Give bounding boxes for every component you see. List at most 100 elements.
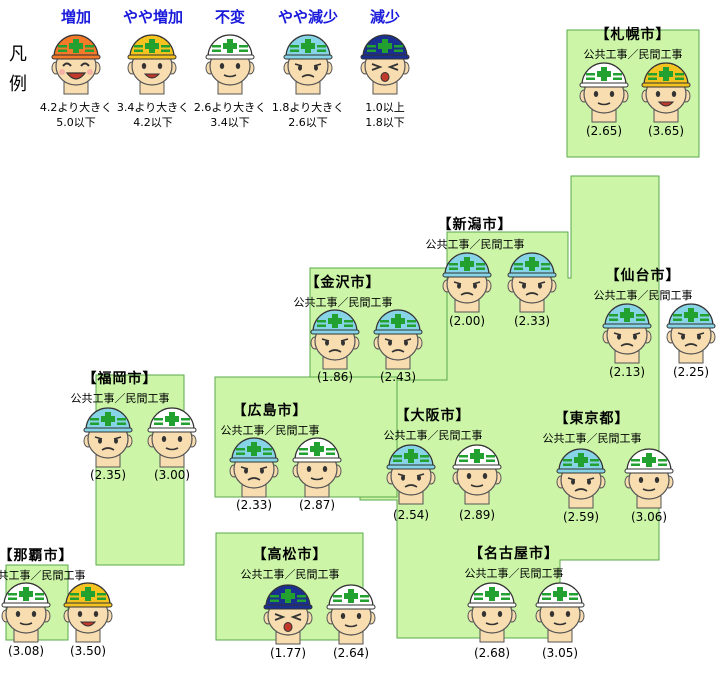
- legend-range: 1.8より大きく 2.6以下: [268, 100, 348, 130]
- legend-range-line: 5.0以下: [56, 116, 96, 129]
- private-works-value: (3.65): [647, 124, 685, 138]
- city-subtitle: 公共工事／民間工事: [240, 568, 340, 581]
- public-works-value: (2.59): [562, 510, 600, 524]
- worker-icon-slight-decrease: [283, 34, 333, 95]
- private-works-worker-icon: [373, 309, 423, 370]
- private-works-worker-icon: [666, 303, 716, 364]
- legend-range: 1.0以上 1.8以下: [345, 100, 425, 130]
- public-works-value: (2.35): [89, 468, 127, 482]
- private-works-value: (3.06): [630, 510, 668, 524]
- legend-range-line: 1.8以下: [365, 116, 405, 129]
- public-works-worker-icon: [602, 303, 652, 364]
- public-works-value: (2.65): [585, 124, 623, 138]
- city-header: 【福岡市】公共工事／民間工事: [50, 368, 190, 406]
- worker-icon-increase: [51, 34, 101, 95]
- city-subtitle: 公共工事／民間工事: [583, 48, 683, 61]
- public-works-worker-icon: [1, 582, 51, 643]
- city-subtitle: 公共工事／民間工事: [70, 392, 170, 405]
- city-header: 【新潟市】公共工事／民間工事: [405, 214, 545, 252]
- legend-label-char: 凡: [9, 44, 27, 65]
- city-subtitle: 公共工事／民間工事: [593, 289, 693, 302]
- public-works-worker-icon: [579, 62, 629, 123]
- city-name: 【那覇市】: [0, 548, 74, 564]
- city-name: 【大阪市】: [395, 408, 471, 424]
- city-header: 【東京都】公共工事／民間工事: [522, 408, 662, 446]
- public-works-value: (2.33): [235, 498, 273, 512]
- private-works-worker-icon: [63, 582, 113, 643]
- city-subtitle: 公共工事／民間工事: [220, 424, 320, 437]
- city-name: 【高松市】: [252, 547, 328, 563]
- legend-label-char: 例: [9, 74, 27, 95]
- private-works-worker-icon: [292, 437, 342, 498]
- city-subtitle: 公共工事／民間工事: [293, 296, 393, 309]
- city-name: 【東京都】: [554, 411, 630, 427]
- legend-title: やや増加: [122, 8, 183, 26]
- city-name: 【広島市】: [232, 403, 308, 419]
- worker-icon-slight-increase: [127, 34, 177, 95]
- public-works-worker-icon: [442, 252, 492, 313]
- city-header: 【那覇市】公共工事／民間工事: [0, 545, 106, 583]
- private-works-worker-icon: [507, 252, 557, 313]
- public-works-worker-icon: [263, 584, 313, 645]
- city-header: 【大阪市】公共工事／民間工事: [363, 405, 503, 443]
- legend-title: 増加: [60, 8, 91, 26]
- private-works-value: (2.33): [513, 314, 551, 328]
- public-works-worker-icon: [386, 444, 436, 505]
- legend-range-line: 3.4以下: [210, 116, 250, 129]
- worker-icon-decrease: [360, 34, 410, 95]
- public-works-value: (2.13): [608, 365, 646, 379]
- city-header: 【金沢市】公共工事／民間工事: [273, 272, 413, 310]
- private-works-value: (3.05): [541, 646, 579, 660]
- city-name: 【新潟市】: [437, 217, 513, 233]
- private-works-value: (2.87): [298, 498, 336, 512]
- legend-title: 減少: [369, 8, 400, 26]
- legend-range-line: 4.2より大きく: [39, 101, 113, 114]
- public-works-value: (3.08): [7, 644, 45, 658]
- legend-range-line: 4.2以下: [133, 116, 173, 129]
- city-name: 【札幌市】: [595, 27, 671, 43]
- legend-range: 2.6より大きく 3.4以下: [190, 100, 270, 130]
- private-works-value: (2.25): [672, 365, 710, 379]
- public-works-worker-icon: [83, 407, 133, 468]
- public-works-value: (2.54): [392, 508, 430, 522]
- private-works-worker-icon: [641, 62, 691, 123]
- city-name: 【仙台市】: [605, 268, 681, 284]
- city-subtitle: 公共工事／民間工事: [464, 567, 564, 580]
- legend-title: 不変: [214, 8, 245, 26]
- legend-range-line: 1.0以上: [365, 101, 405, 114]
- private-works-value: (3.50): [69, 644, 107, 658]
- private-works-value: (3.00): [153, 468, 191, 482]
- public-works-value: (1.86): [316, 370, 354, 384]
- private-works-value: (2.64): [332, 646, 370, 660]
- city-header: 【広島市】公共工事／民間工事: [200, 400, 340, 438]
- city-header: 【札幌市】公共工事／民間工事: [563, 24, 703, 62]
- legend-range-line: 3.4より大きく: [116, 101, 190, 114]
- legend-label: 凡 例: [8, 40, 28, 100]
- city-subtitle: 公共工事／民間工事: [0, 569, 86, 582]
- legend-range-line: 2.6より大きく: [193, 101, 267, 114]
- public-works-value: (2.00): [448, 314, 486, 328]
- private-works-worker-icon: [147, 407, 197, 468]
- city-subtitle: 公共工事／民間工事: [425, 238, 525, 251]
- legend-range-line: 2.6以下: [288, 116, 328, 129]
- private-works-value: (2.89): [458, 508, 496, 522]
- worker-icon-unchanged: [205, 34, 255, 95]
- city-subtitle: 公共工事／民間工事: [383, 429, 483, 442]
- public-works-worker-icon: [467, 582, 517, 643]
- legend-range-line: 1.8より大きく: [271, 101, 345, 114]
- private-works-worker-icon: [326, 584, 376, 645]
- private-works-worker-icon: [452, 444, 502, 505]
- city-name: 【名古屋市】: [469, 546, 559, 562]
- city-header: 【名古屋市】公共工事／民間工事: [444, 543, 584, 581]
- public-works-value: (1.77): [269, 646, 307, 660]
- legend-title: やや減少: [277, 8, 338, 26]
- city-header: 【仙台市】公共工事／民間工事: [573, 265, 713, 303]
- private-works-worker-icon: [624, 448, 674, 509]
- private-works-worker-icon: [535, 582, 585, 643]
- public-works-worker-icon: [310, 309, 360, 370]
- public-works-worker-icon: [229, 437, 279, 498]
- legend-range: 4.2より大きく 5.0以下: [36, 100, 116, 130]
- public-works-worker-icon: [556, 448, 606, 509]
- public-works-value: (2.68): [473, 646, 511, 660]
